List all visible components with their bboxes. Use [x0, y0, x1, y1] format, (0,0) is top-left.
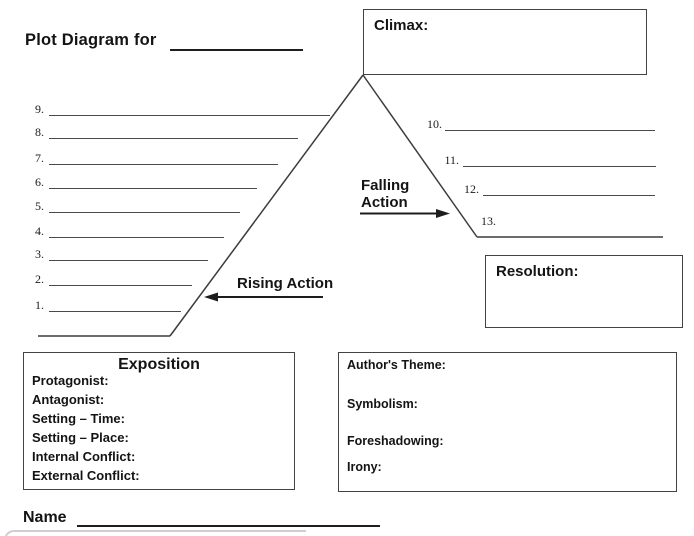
- rising-action-label: Rising Action: [237, 275, 334, 292]
- blank-line-7: [49, 164, 278, 165]
- name-label: Name: [23, 509, 67, 526]
- resolution-label: Resolution:: [496, 263, 579, 280]
- page-title: Plot Diagram for: [25, 31, 157, 49]
- falling-action-label-line1: Falling: [361, 177, 410, 194]
- line-number-3: 3.: [35, 247, 44, 261]
- line-number-2: 2.: [35, 272, 44, 286]
- climax-label: Climax:: [374, 17, 429, 34]
- climax-box: Climax:: [363, 9, 647, 75]
- rising-slope-line: [169, 74, 364, 337]
- blank-line-6: [49, 188, 257, 189]
- line-number-5: 5.: [35, 199, 44, 213]
- blank-line-10: [445, 130, 655, 131]
- title-blank-line: [170, 49, 303, 51]
- exposition-title: Exposition: [118, 356, 200, 373]
- page-edge-artifact: [4, 530, 306, 536]
- blank-line-9: [49, 115, 330, 116]
- blank-line-3: [49, 260, 208, 261]
- resolution-box: Resolution:: [485, 255, 683, 328]
- name-blank-line: [77, 525, 380, 527]
- falling-slope-line: [362, 74, 478, 238]
- blank-line-4: [49, 237, 224, 238]
- line-number-12: 12.: [464, 182, 479, 196]
- exposition-field-internal-conflict: Internal Conflict:: [32, 449, 136, 464]
- analysis-field-symbolism: Symbolism:: [347, 397, 418, 411]
- line-number-7: 7.: [35, 151, 44, 165]
- blank-line-11: [463, 166, 656, 167]
- rising-action-arrow-icon: [204, 292, 323, 302]
- blank-line-5: [49, 212, 240, 213]
- falling-action-arrow-icon: [360, 209, 450, 218]
- falling-action-label: Falling Action: [361, 177, 409, 211]
- line-number-8: 8.: [35, 125, 44, 139]
- analysis-box: Author's Theme: Symbolism: Foreshadowing…: [338, 352, 677, 492]
- exposition-field-external-conflict: External Conflict:: [32, 468, 140, 483]
- line-number-6: 6.: [35, 175, 44, 189]
- analysis-field-foreshadowing: Foreshadowing:: [347, 434, 444, 448]
- falling-action-label-line2: Action: [361, 194, 408, 211]
- line-number-9: 9.: [35, 102, 44, 116]
- analysis-field-authors-theme: Author's Theme:: [347, 358, 446, 372]
- exposition-box: Exposition Protagonist: Antagonist: Sett…: [23, 352, 295, 490]
- exposition-field-setting-place: Setting – Place:: [32, 430, 129, 445]
- blank-line-1: [49, 311, 181, 312]
- exposition-field-antagonist: Antagonist:: [32, 392, 105, 407]
- blank-line-8: [49, 138, 298, 139]
- exposition-field-setting-time: Setting – Time:: [32, 411, 125, 426]
- line-number-11: 11.: [444, 153, 459, 167]
- line-number-4: 4.: [35, 224, 44, 238]
- line-number-13: 13.: [481, 214, 496, 228]
- analysis-field-irony: Irony:: [347, 460, 382, 474]
- blank-line-12: [483, 195, 655, 196]
- line-number-10: 10.: [427, 117, 442, 131]
- line-number-1: 1.: [35, 298, 44, 312]
- blank-line-2: [49, 285, 192, 286]
- exposition-field-protagonist: Protagonist:: [32, 373, 109, 388]
